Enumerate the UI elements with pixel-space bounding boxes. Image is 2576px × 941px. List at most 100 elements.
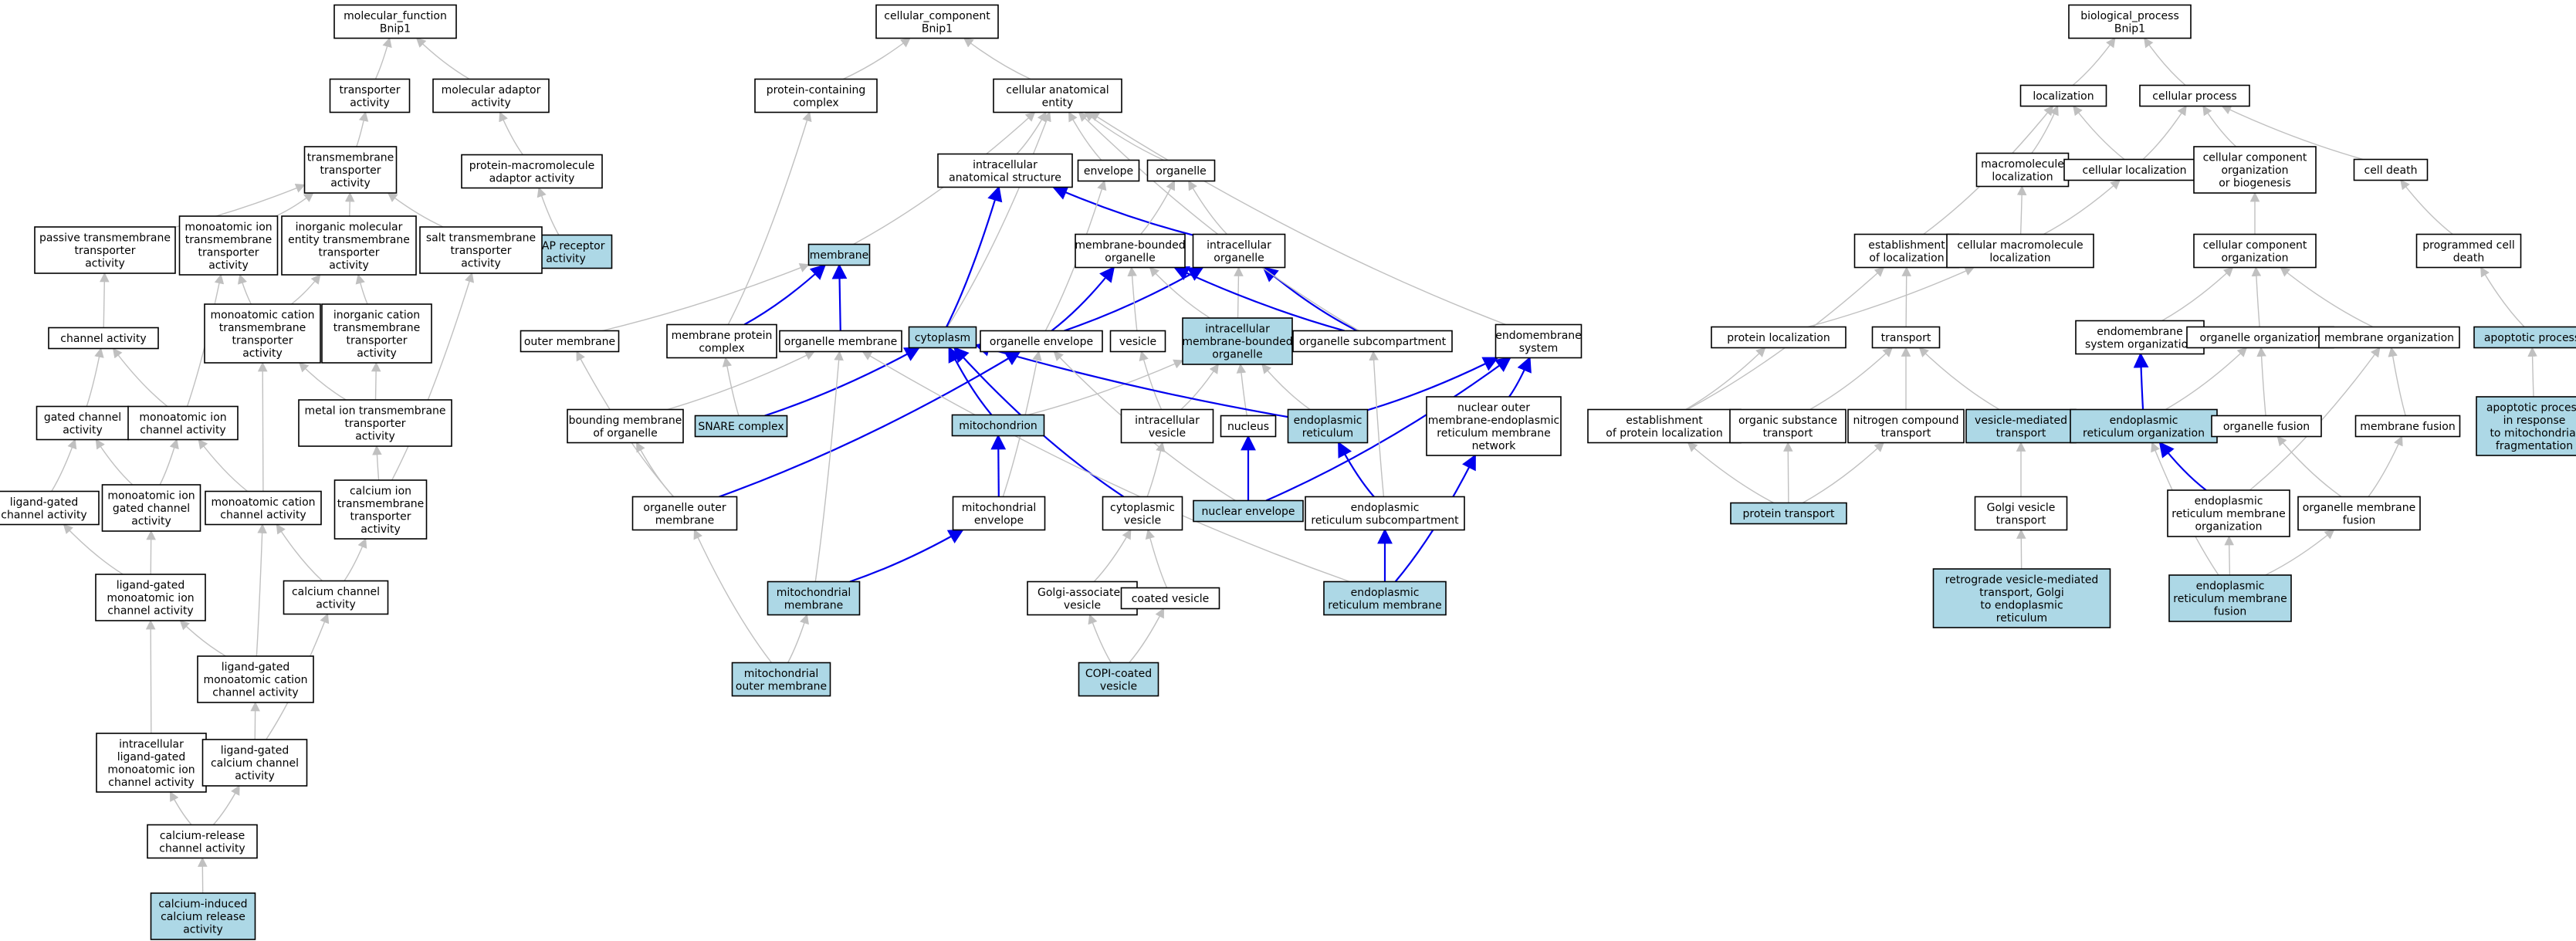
is-a-edge-intra-organelle-to-organelle xyxy=(1188,180,1228,235)
is-a-edge-mono-cation-channel-to-monocation-tm xyxy=(257,361,268,492)
is-a-edge-organelle-subcomp-to-mem-bounded xyxy=(1173,266,1346,332)
is-a-edge-er-mem-org-to-er-org xyxy=(2158,441,2207,491)
term-box xyxy=(2070,408,2218,444)
term-box xyxy=(1146,159,1216,182)
term-box xyxy=(937,153,1073,188)
term-label: SNARE complex xyxy=(698,421,784,433)
is-a-edge-calcium-ion-tm-to-metal-ion-tm xyxy=(372,445,382,481)
is-a-edge-copi-vesicle-to-golgi-vesicle xyxy=(1088,614,1112,663)
is-a-edge-mem-protein-complex-to-membrane xyxy=(743,264,827,326)
is-a-edge-inorg-cation-tm-to-inorg-mol-tm xyxy=(355,273,368,305)
is-a-edge-ca-release-to-intra-lg xyxy=(169,790,192,825)
term-box xyxy=(36,405,130,441)
term-box xyxy=(993,78,1122,113)
term-label: nucleus xyxy=(1227,421,1269,433)
term-label: organelle envelope xyxy=(990,336,1093,348)
term-box xyxy=(2211,415,2322,438)
is-a-edge-organelle-fusion-to-organelle-org xyxy=(2256,347,2266,416)
is-a-edge-endomembrane-to-cell-anat xyxy=(1089,111,1507,326)
is-a-edge-macro-loc-to-localization xyxy=(2031,105,2059,154)
term-box xyxy=(197,655,314,703)
is-a-edge-vesicle-to-mem-bounded xyxy=(1127,266,1138,331)
term-box xyxy=(779,330,902,353)
term-box xyxy=(1729,408,1847,444)
term-box xyxy=(1182,317,1293,365)
is-a-edge-cell-anat-to-cc-root xyxy=(963,37,1031,80)
is-a-edge-ca-release-to-lg-calcium xyxy=(212,784,240,825)
term-node-membrane: membrane xyxy=(807,243,871,266)
is-a-edge-mono-ion-gated-to-gated-channel xyxy=(95,438,134,486)
term-box xyxy=(205,490,322,526)
is-a-edge-cellular-process-to-bp-root xyxy=(2144,37,2186,86)
term-node-nucleus: nucleus xyxy=(1220,415,1277,438)
term-box xyxy=(2354,415,2461,438)
is-a-edge-calcium-ion-tm-to-salt-tm xyxy=(391,272,475,481)
is-a-edge-golgi-vesicle-to-cyto-vesicle xyxy=(1093,529,1132,582)
term-box xyxy=(298,399,452,447)
term-box xyxy=(980,330,1103,353)
is-a-edge-cell-death-to-cellular-process xyxy=(2221,105,2364,161)
term-node-membrane-org: membrane organization xyxy=(2318,326,2460,349)
is-a-edge-org-mem-fusion-to-organelle-fusion xyxy=(2276,435,2342,498)
is-a-edge-cell-macro-loc-to-cell-loc xyxy=(2043,179,2121,235)
term-label: protein localization xyxy=(1727,332,1830,344)
is-a-edge-calcium-channel-to-calcium-ion-tm xyxy=(344,537,367,581)
term-box xyxy=(520,330,620,353)
term-box xyxy=(2139,84,2250,107)
term-box xyxy=(1120,587,1220,610)
is-a-edge-er-membrane-to-organelle-membrane xyxy=(861,350,1350,583)
is-a-edge-cyto-vesicle-to-intra-vesicle xyxy=(1146,442,1166,497)
is-a-edge-organelle-subcomp-to-cell-anat xyxy=(1078,111,1360,332)
is-a-edge-organelle-to-cell-anat xyxy=(1084,111,1165,161)
is-a-edge-mem-bounded-to-organelle xyxy=(1140,180,1176,235)
term-box xyxy=(1711,326,1847,349)
term-box xyxy=(1494,323,1582,359)
is-a-edge-cell-loc-to-localization xyxy=(2073,105,2125,161)
is-a-edge-lg-mono-cation-to-mono-cation-channel xyxy=(256,523,267,657)
term-node-mitochondrion: mitochondrion xyxy=(951,414,1045,437)
is-a-edge-cc-org-bio-to-cellular-process xyxy=(2202,105,2237,147)
term-box xyxy=(2297,496,2421,531)
term-node-nuclear-envelope: nuclear envelope xyxy=(1193,499,1304,523)
is-a-edge-protein-transport-to-organic-transport xyxy=(1782,442,1793,503)
term-box xyxy=(1426,396,1562,456)
term-node-membrane-fusion: membrane fusion xyxy=(2354,415,2461,438)
